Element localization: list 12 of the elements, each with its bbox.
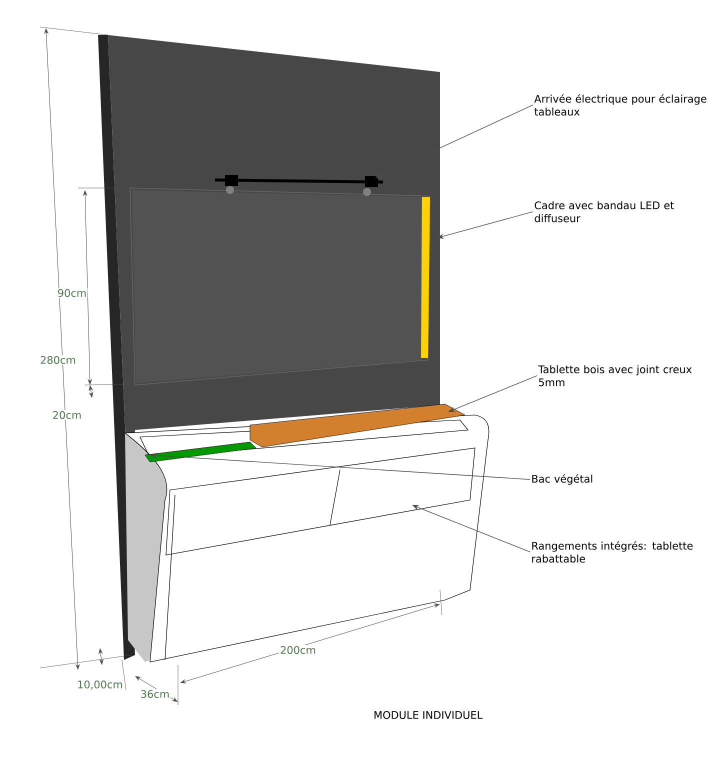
dimension-label: 280cm <box>39 355 77 365</box>
callout-text: Cadre avec bandau LED et diffuseur <box>534 201 674 222</box>
dimension-label: 10,00cm <box>76 680 124 690</box>
dimension-label: 20cm <box>51 410 83 420</box>
callout-text: Tablette bois avec joint creux 5mm <box>538 365 692 386</box>
callout-text: Bac végétal <box>532 474 592 485</box>
dimension-label: 36cm <box>139 689 171 699</box>
dimension-label: 90cm <box>56 288 88 298</box>
caption: MODULE INDIVIDUEL <box>374 711 483 719</box>
callout-text: Arrivée électrique pour éclairage tableaux <box>534 94 706 116</box>
callout-text: Rangements intégrés: tablette rabattable <box>532 541 693 563</box>
dimension-label: 200cm <box>279 645 317 655</box>
